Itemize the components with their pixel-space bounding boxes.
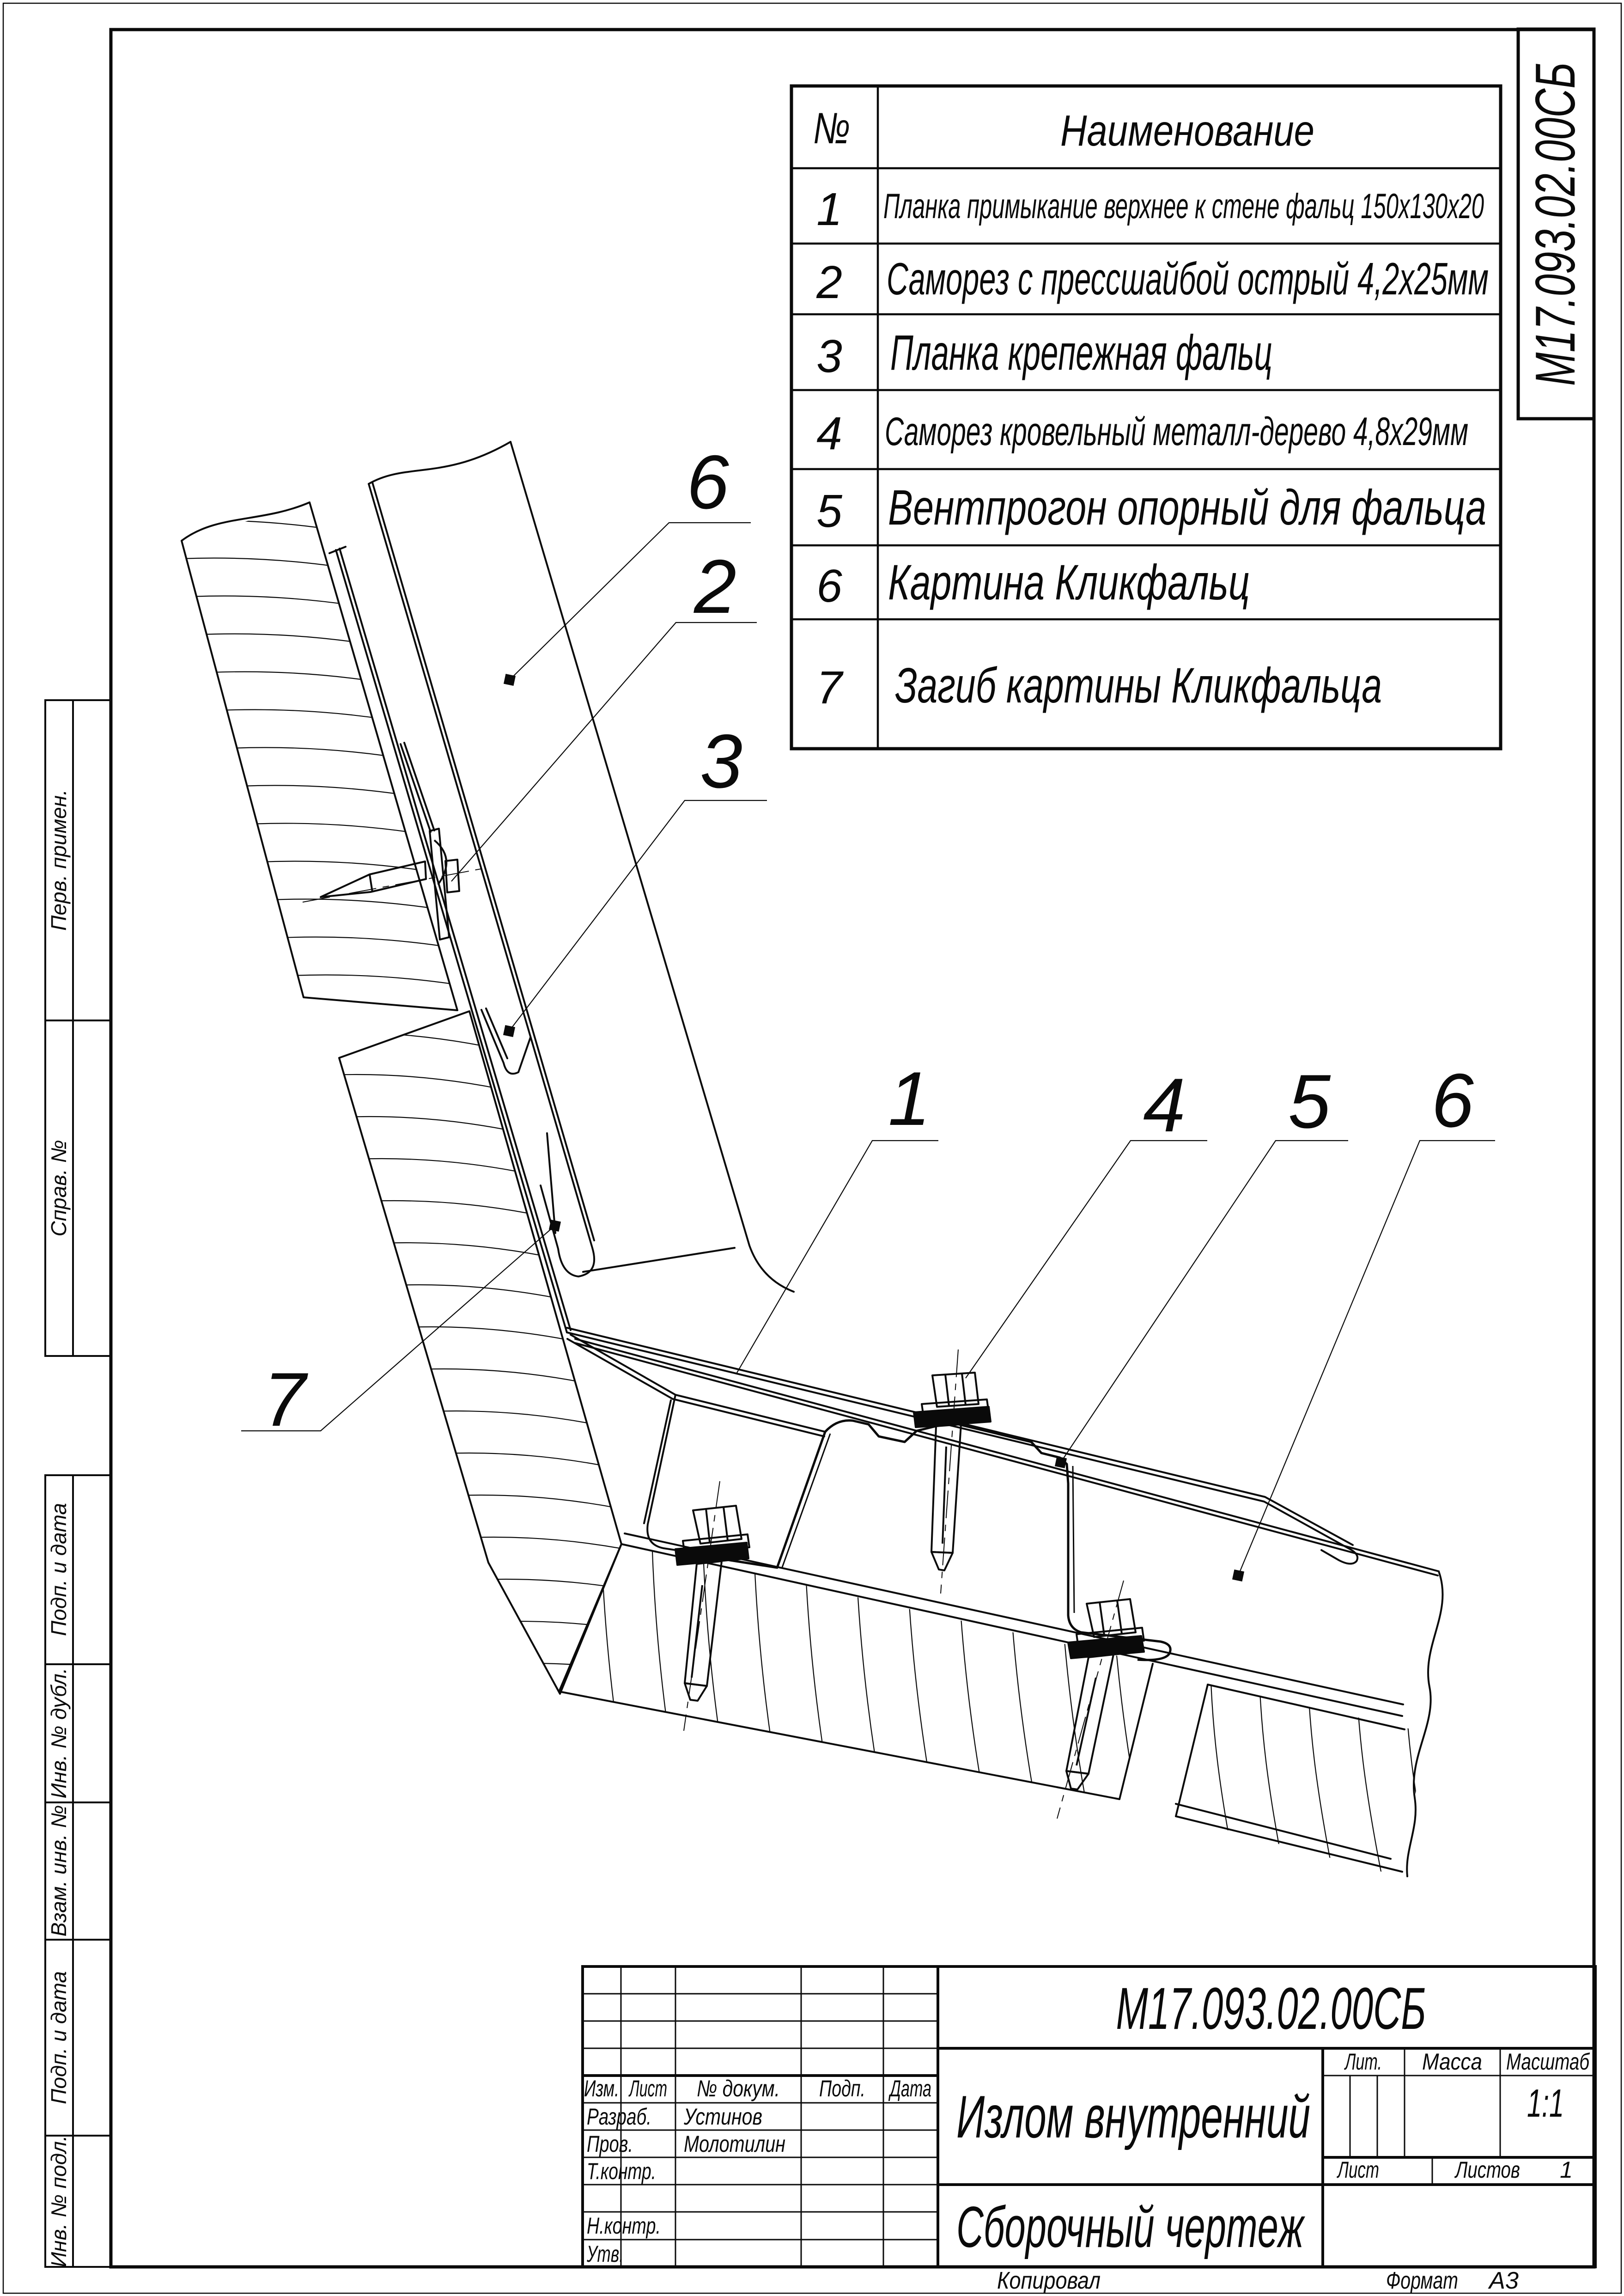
svg-text:М17.093.02.00СБ: М17.093.02.00СБ <box>1524 62 1587 386</box>
svg-text:6: 6 <box>816 560 842 612</box>
svg-text:Инв. № подл.: Инв. № подл. <box>47 2135 71 2267</box>
svg-text:Масштаб: Масштаб <box>1506 2049 1590 2075</box>
svg-text:7: 7 <box>816 662 844 714</box>
svg-text:3: 3 <box>700 719 742 804</box>
svg-text:Разраб.: Разраб. <box>587 2104 651 2130</box>
svg-text:Сборочный чертеж: Сборочный чертеж <box>956 2195 1305 2259</box>
svg-text:Пров.: Пров. <box>587 2131 633 2157</box>
svg-text:№ докум.: № докум. <box>697 2076 780 2101</box>
svg-text:Копировал: Копировал <box>997 2267 1101 2294</box>
svg-text:Подп. и дата: Подп. и дата <box>47 1503 71 1636</box>
svg-text:Дата: Дата <box>888 2076 931 2101</box>
svg-text:Лит.: Лит. <box>1344 2049 1382 2075</box>
svg-text:Листов: Листов <box>1454 2157 1520 2183</box>
svg-text:Лист: Лист <box>628 2076 667 2101</box>
svg-text:2: 2 <box>816 256 842 308</box>
svg-text:Подп.: Подп. <box>819 2076 865 2101</box>
svg-text:Инв. № дубл.: Инв. № дубл. <box>47 1668 71 1799</box>
svg-text:4: 4 <box>816 408 842 459</box>
svg-text:Справ. №: Справ. № <box>47 1140 71 1236</box>
svg-text:6: 6 <box>687 440 729 525</box>
svg-text:1:1: 1:1 <box>1527 2082 1564 2125</box>
svg-text:Лист: Лист <box>1337 2157 1379 2183</box>
svg-text:Изм.: Изм. <box>584 2076 619 2101</box>
svg-text:1: 1 <box>888 1056 931 1141</box>
svg-text:5: 5 <box>816 485 842 537</box>
svg-text:№: № <box>813 104 850 153</box>
svg-text:Наименование: Наименование <box>1060 106 1314 155</box>
svg-text:6: 6 <box>1431 1058 1474 1143</box>
svg-text:А3: А3 <box>1488 2267 1519 2294</box>
svg-text:Подп. и дата: Подп. и дата <box>47 1971 71 2104</box>
svg-text:Загиб картины Кликфальца: Загиб картины Кликфальца <box>895 657 1382 713</box>
svg-text:М17.093.02.00СБ: М17.093.02.00СБ <box>1116 1976 1426 2042</box>
svg-text:Саморез с прессшайбой острый 4: Саморез с прессшайбой острый 4,2х25мм <box>887 253 1489 304</box>
svg-text:4: 4 <box>1143 1063 1186 1148</box>
svg-text:Излом внутренний: Излом внутренний <box>956 2083 1310 2150</box>
svg-text:Перв. примен.: Перв. примен. <box>47 789 71 931</box>
svg-text:Картина Кликфальц: Картина Кликфальц <box>888 554 1250 610</box>
svg-text:Н.контр.: Н.контр. <box>587 2213 661 2239</box>
svg-text:Планка крепежная фальц: Планка крепежная фальц <box>890 324 1272 380</box>
svg-text:Утв.: Утв. <box>586 2241 624 2267</box>
svg-text:5: 5 <box>1288 1059 1331 1144</box>
svg-text:Саморез кровельный металл-дере: Саморез кровельный металл-дерево 4,8х29м… <box>885 409 1468 454</box>
svg-text:2: 2 <box>693 544 736 629</box>
svg-text:Взам. инв. №: Взам. инв. № <box>47 1805 71 1937</box>
svg-text:3: 3 <box>816 330 842 382</box>
svg-text:Масса: Масса <box>1422 2049 1482 2075</box>
svg-text:Устинов: Устинов <box>683 2104 762 2130</box>
svg-text:1: 1 <box>1560 2157 1573 2183</box>
svg-text:Т.контр.: Т.контр. <box>587 2158 656 2184</box>
svg-text:Формат: Формат <box>1386 2267 1458 2294</box>
svg-text:Планка примыкание верхнее к ст: Планка примыкание верхнее к стене фальц … <box>883 187 1484 226</box>
svg-text:Молотилин: Молотилин <box>684 2131 785 2157</box>
svg-text:7: 7 <box>263 1357 308 1442</box>
svg-text:1: 1 <box>816 183 842 235</box>
svg-text:Вентпрогон опорный для фальца: Вентпрогон опорный для фальца <box>888 479 1486 535</box>
